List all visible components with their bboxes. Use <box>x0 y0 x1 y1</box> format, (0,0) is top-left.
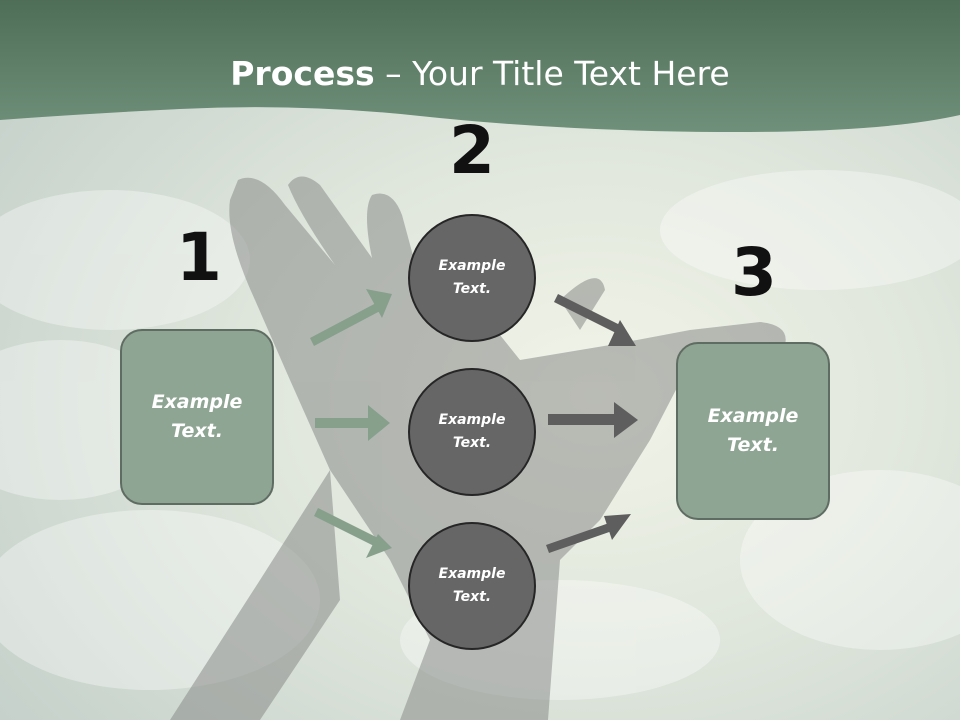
arrow-top-circle-to-right <box>554 294 636 346</box>
right-process-box: Example Text. <box>676 342 830 520</box>
bottom-circle: Example Text. <box>408 522 536 650</box>
step-number-1: 1 <box>176 219 222 296</box>
middle-circle-text: Example Text. <box>438 412 506 451</box>
step-number-3: 3 <box>731 234 777 311</box>
arrow-middle-circle-to-right <box>548 402 638 438</box>
top-circle: Example Text. <box>408 214 536 342</box>
arrow-left-to-bottom-circle <box>314 508 392 558</box>
left-box-text: Example Text. <box>151 391 243 442</box>
title-rest-part: – Your Title Text Here <box>374 54 730 93</box>
title-bold-part: Process <box>230 54 375 93</box>
slide-title: Process – Your Title Text Here <box>0 50 960 98</box>
middle-circle: Example Text. <box>408 368 536 496</box>
step-number-2: 2 <box>449 112 495 189</box>
right-box-text: Example Text. <box>707 405 799 456</box>
arrow-bottom-circle-to-right <box>546 514 631 553</box>
left-process-box: Example Text. <box>120 329 274 505</box>
top-circle-text: Example Text. <box>438 258 506 297</box>
arrow-left-to-middle-circle <box>315 405 390 441</box>
bottom-circle-text: Example Text. <box>438 566 506 605</box>
arrow-left-to-top-circle <box>310 289 392 346</box>
header-band <box>0 0 960 133</box>
